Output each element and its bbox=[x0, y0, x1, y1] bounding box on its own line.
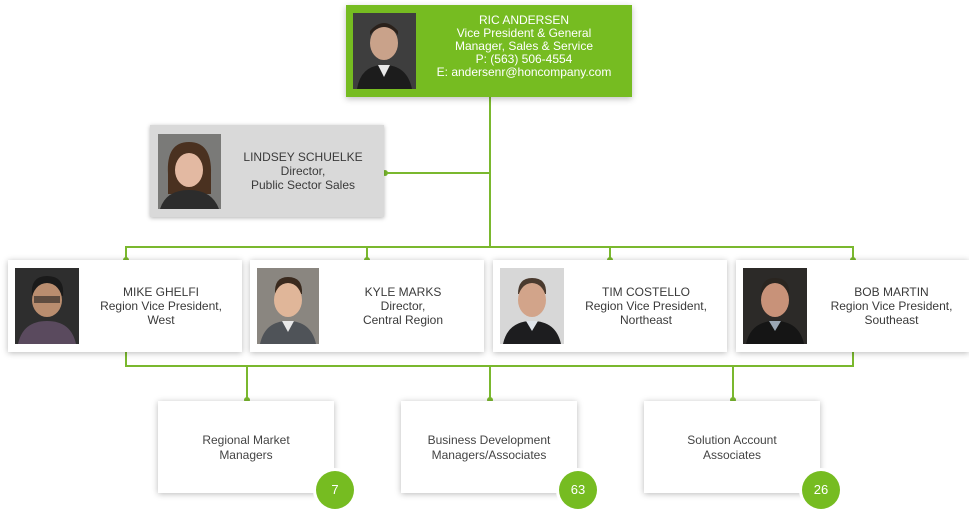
executive-title-line1: Vice President & General bbox=[456, 26, 592, 40]
region-card-central: KYLE MARKS Director, Central Region bbox=[250, 260, 484, 352]
executive-card: RIC ANDERSEN Vice President & General Ma… bbox=[346, 5, 632, 97]
region-southeast-title-line2: Southeast bbox=[864, 313, 919, 327]
region-northeast-name: TIM COSTELLO bbox=[601, 285, 690, 299]
group-regional-market-count-badge: 7 bbox=[316, 471, 354, 509]
region-central-name: KYLE MARKS bbox=[364, 285, 442, 299]
region-southeast-photo bbox=[743, 268, 807, 344]
connector-dot-side bbox=[382, 170, 388, 176]
connector-bottom-right bbox=[852, 352, 854, 366]
region-card-northeast: TIM COSTELLO Region Vice President, Nort… bbox=[493, 260, 727, 352]
region-northeast-title-line2: Northeast bbox=[619, 313, 673, 327]
public-sector-title-line1: Director, bbox=[280, 164, 326, 178]
public-sector-name: LINDSEY SCHUELKE bbox=[243, 150, 363, 164]
executive-title-line2: Manager, Sales & Service bbox=[454, 39, 594, 53]
public-sector-card: LINDSEY SCHUELKE Director, Public Sector… bbox=[150, 125, 384, 217]
connector-dot-group-3 bbox=[730, 397, 736, 403]
group-card-regional-market: Regional Market Managers bbox=[158, 401, 334, 493]
group-card-solution-account: Solution Account Associates bbox=[644, 401, 820, 493]
region-central-title-line1: Director, bbox=[380, 299, 426, 313]
executive-phone: P: (563) 506-4554 bbox=[475, 52, 573, 66]
public-sector-title-line2: Public Sector Sales bbox=[250, 178, 356, 192]
region-west-title-line1: Region Vice President, bbox=[100, 299, 222, 313]
group-solution-account-line2: Associates bbox=[702, 448, 762, 462]
connector-drop-4 bbox=[852, 246, 854, 260]
executive-name: RIC ANDERSEN bbox=[478, 13, 570, 27]
connector-dot-group-1 bbox=[244, 397, 250, 403]
group-solution-account-line1: Solution Account bbox=[687, 433, 777, 447]
connector-group-drop-1 bbox=[246, 365, 248, 401]
group-solution-account-count-badge: 26 bbox=[802, 471, 840, 509]
executive-email[interactable]: E: andersenr@honcompany.com bbox=[436, 65, 612, 79]
group-card-business-development: Business Development Managers/Associates bbox=[401, 401, 577, 493]
executive-photo bbox=[353, 13, 416, 89]
region-west-name: MIKE GHELFI bbox=[122, 285, 199, 299]
connector-group-drop-3 bbox=[732, 365, 734, 401]
region-west-photo bbox=[15, 268, 79, 344]
group-business-development-line2: Managers/Associates bbox=[431, 448, 547, 462]
group-business-development-count-badge: 63 bbox=[559, 471, 597, 509]
public-sector-photo bbox=[158, 134, 221, 209]
connector-group-drop-2 bbox=[489, 365, 491, 401]
region-southeast-name: BOB MARTIN bbox=[854, 285, 929, 299]
region-northeast-title-line1: Region Vice President, bbox=[585, 299, 707, 313]
connector-region-bar bbox=[125, 246, 854, 248]
group-regional-market-line1: Regional Market bbox=[202, 433, 290, 447]
group-regional-market-line2: Managers bbox=[219, 448, 273, 462]
group-business-development-line1: Business Development bbox=[427, 433, 551, 447]
region-central-photo bbox=[257, 268, 319, 344]
region-central-title-line2: Central Region bbox=[362, 313, 444, 327]
region-card-west: MIKE GHELFI Region Vice President, West bbox=[8, 260, 242, 352]
region-west-title-line2: West bbox=[147, 313, 175, 327]
connector-side-branch bbox=[385, 172, 490, 174]
connector-drop-1 bbox=[125, 246, 127, 260]
connector-drop-2 bbox=[366, 246, 368, 260]
connector-dot-group-2 bbox=[487, 397, 493, 403]
connector-bottom-left bbox=[125, 352, 127, 366]
region-northeast-photo bbox=[500, 268, 564, 344]
region-southeast-title-line1: Region Vice President, bbox=[830, 299, 953, 313]
connector-top-trunk bbox=[489, 97, 491, 247]
connector-drop-3 bbox=[609, 246, 611, 260]
region-card-southeast: BOB MARTIN Region Vice President, Southe… bbox=[736, 260, 969, 352]
